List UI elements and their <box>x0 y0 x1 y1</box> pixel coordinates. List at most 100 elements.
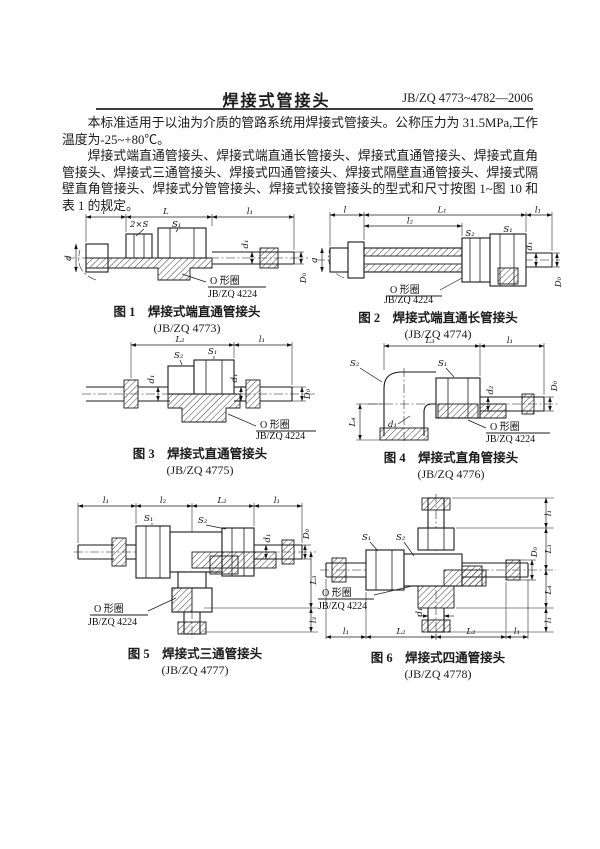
dim-label-L2: L₂ <box>174 335 185 345</box>
dimensions: l L l₁ 2×S S₁ d d₁ D₀ <box>64 207 309 284</box>
dim-label-L1: L₁ <box>436 206 446 216</box>
nut-label-S2: S₂ <box>350 359 360 369</box>
dim-label-d1: d₁ <box>415 608 425 617</box>
dim-label-l2: l₂ <box>407 217 414 227</box>
dim-label-D0: D₀ <box>303 388 313 400</box>
oring-standard: JB/ZQ 4224 <box>88 617 137 628</box>
oring-label: O 形圈 <box>490 421 520 433</box>
dim-label-L: L <box>162 207 169 217</box>
figure-6-caption: 图 6 焊接式四通管接头 <box>370 651 506 665</box>
figure-3-drawing: L₂ l₁ S₂ S₁ d₁ d₁ D₀ O 形圈 JB/ZQ 4224 <box>82 335 316 440</box>
dimensions: l L₁ l₁ l₂ S₂ S₁ d d₁ D₀ <box>312 206 564 288</box>
nut-label-S2: S₂ <box>465 229 475 239</box>
figure-2-standard: (JB/ZQ 4774) <box>404 327 472 341</box>
dim-label-l3: l₃ <box>309 616 319 623</box>
figure-1-drawing: l L l₁ 2×S S₁ d d₁ D₀ O 形圈 JB/ZQ <box>64 207 309 298</box>
fitting-body <box>329 233 553 287</box>
figure-2-drawing: l L₁ l₁ l₂ S₂ S₁ d d₁ D₀ O 形圈 <box>312 206 564 304</box>
standard-number: JB/ZQ 4773~4782—2006 <box>402 91 533 105</box>
dim-label-L4: L₄ <box>544 585 554 596</box>
figure-5-caption: 图 5 焊接式三通管接头 <box>127 647 263 661</box>
figure-2-caption: 图 2 焊接式端直通长管接头 <box>358 311 518 325</box>
body-text: 本标准适用于以油为介质的管路系统用焊接式管接头。公称压力为 31.5MPa,工作… <box>62 115 538 215</box>
oring-label: O 形圈 <box>94 603 124 615</box>
figure-6-drawing: S₁ S₂ l₁ L₃ L₄ l₁ D₀ <box>318 494 556 640</box>
page-title: 焊接式管接头 <box>222 93 331 110</box>
dim-label-l1-top: l₁ <box>544 510 554 516</box>
oring-standard: JB/ZQ 4224 <box>256 431 305 440</box>
nut-label-S1: S₁ <box>172 220 181 230</box>
dim-label-l1: l₁ <box>259 335 265 345</box>
fitting-body <box>325 497 529 633</box>
dim-label-d1: d₁ <box>241 240 251 249</box>
figure-1-caption: 图 1 焊接式端直通管接头 <box>113 305 261 319</box>
figure-4-standard: (JB/ZQ 4776) <box>417 467 485 481</box>
dim-label-l1: l₁ <box>507 336 513 346</box>
figure-4: L₃ l₁ S₂ S₁ L₄ d₁ d₂ D₀ <box>338 334 564 482</box>
nut-label-S1: S₁ <box>438 359 447 369</box>
oring-standard: JB/ZQ 4224 <box>318 601 367 612</box>
oring-callout: O 形圈 JB/ZQ 4224 <box>88 597 177 628</box>
nut-label-S1: S₁ <box>208 347 217 357</box>
dim-label-L4: L₄ <box>348 417 358 428</box>
figure-3: L₂ l₁ S₂ S₁ d₁ d₁ D₀ O 形圈 JB/ZQ 4224 <box>80 334 320 478</box>
dimensions: l₁ l₂ L₂ l₁ S₁ S₂ d₁ D₀ L₃ l₃ <box>77 496 319 633</box>
dim-label-d: d <box>64 255 74 261</box>
nut-label-S1: S₁ <box>362 533 371 543</box>
nut-label-S1: S₁ <box>503 225 512 235</box>
fitting-body <box>77 525 303 635</box>
figure-6: S₁ S₂ l₁ L₃ L₄ l₁ D₀ <box>316 490 560 682</box>
dim-label-l1-left: l₁ <box>103 496 109 506</box>
dim-label-D0: D₀ <box>302 528 312 540</box>
fitting-body <box>86 359 293 423</box>
dim-label-L2: L₂ <box>216 496 227 506</box>
nut-label-S2: S₂ <box>198 516 208 526</box>
hex-label-2xS: 2×S <box>129 220 149 230</box>
figure-3-standard: (JB/ZQ 4775) <box>166 463 234 477</box>
oring-standard: JB/ZQ 4224 <box>384 295 433 304</box>
dim-label-L3: L₃ <box>424 336 435 346</box>
dim-label-l: l <box>103 207 106 217</box>
oring-label: O 形圈 <box>322 587 352 599</box>
header-rule <box>96 108 533 110</box>
paragraph-scope: 本标准适用于以油为介质的管路系统用焊接式管接头。公称压力为 31.5MPa,工作… <box>62 116 538 147</box>
figure-3-caption: 图 3 焊接式直通管接头 <box>132 447 268 461</box>
dim-label-l1-right: l₁ <box>274 496 280 506</box>
figure-1: l L l₁ 2×S S₁ d d₁ D₀ O 形圈 JB/ZQ <box>62 206 312 336</box>
figure-6-standard: (JB/ZQ 4778) <box>404 667 472 681</box>
dimensions: L₂ l₁ S₂ S₁ d₁ d₁ D₀ <box>130 335 313 402</box>
figure-5: l₁ l₂ L₂ l₁ S₁ S₂ d₁ D₀ L₃ l₃ <box>70 496 320 678</box>
dim-label-d1-right: d₁ <box>230 374 240 383</box>
figure-5-standard: (JB/ZQ 4777) <box>161 663 229 677</box>
nut-label-S2: S₂ <box>396 533 406 543</box>
oring-standard: JB/ZQ 4224 <box>486 434 535 444</box>
dim-label-d: d <box>312 257 320 263</box>
nut-label-S1: S₁ <box>144 514 153 524</box>
dim-label-L3: L₃ <box>544 544 554 555</box>
dim-label-d1-left: d₁ <box>147 375 157 384</box>
dim-label-D0: D₀ <box>299 272 309 284</box>
dim-label-d1: d₁ <box>388 420 397 430</box>
oring-callout: O 形圈 JB/ZQ 4224 <box>318 585 413 612</box>
oring-callout: O 形圈 JB/ZQ 4224 <box>181 273 266 298</box>
paragraph-types: 焊接式端直通管接头、焊接式端直通长管接头、焊接式直通管接头、焊接式直角管接头、焊… <box>62 149 538 213</box>
dim-label-l1: l₁ <box>535 206 541 216</box>
figure-5-drawing: l₁ l₂ L₂ l₁ S₁ S₂ d₁ D₀ L₃ l₃ <box>74 496 319 638</box>
dim-label-D0: D₀ <box>550 380 560 392</box>
figure-4-drawing: L₃ l₁ S₂ S₁ L₄ d₁ d₂ D₀ <box>348 336 560 444</box>
dim-label-L3: L₃ <box>309 575 319 586</box>
dim-label-l1-bottom: l₁ <box>544 617 554 623</box>
dimensions: S₁ S₂ l₁ L₃ L₄ l₁ D₀ <box>325 497 554 639</box>
figure-2: l L₁ l₁ l₂ S₂ S₁ d d₁ D₀ O 形圈 <box>312 206 564 342</box>
dim-label-L2-left: L₂ <box>395 627 406 637</box>
oring-callout: O 形圈 JB/ZQ 4224 <box>384 277 463 304</box>
fitting-body <box>85 227 295 281</box>
dim-label-l1-br: l₁ <box>514 627 520 637</box>
dim-label-d1: d₁ <box>525 242 535 251</box>
figure-1-standard: (JB/ZQ 4773) <box>153 321 221 335</box>
figure-4-caption: 图 4 焊接式直角管接头 <box>383 451 519 465</box>
nut-label-S2: S₂ <box>174 351 184 361</box>
dim-label-l1: l₁ <box>247 207 253 217</box>
oring-standard: JB/ZQ 4224 <box>208 289 257 298</box>
oring-callout: O 形圈 JB/ZQ 4224 <box>227 413 316 440</box>
